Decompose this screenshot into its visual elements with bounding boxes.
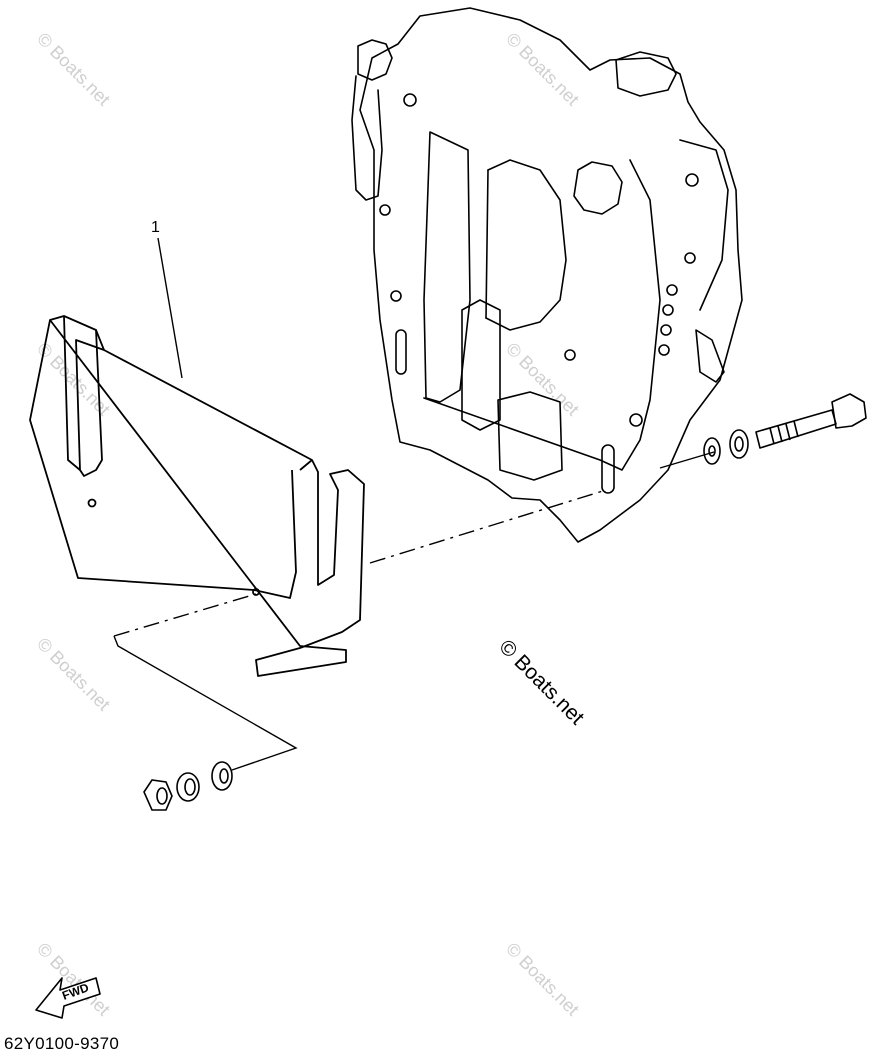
watermark-lower-left: © Boats.net	[33, 634, 114, 715]
nut[interactable]	[143, 779, 173, 811]
washer-right-2[interactable]	[729, 429, 749, 459]
fwd-arrow-icon	[35, 977, 101, 1019]
flat-washer[interactable]	[211, 761, 233, 791]
nut-washer-assembly[interactable]	[143, 761, 233, 811]
callout-number: 1	[151, 219, 160, 236]
watermark-top-right: © Boats.net	[502, 29, 583, 110]
callout-part-1[interactable]: 1	[151, 219, 183, 379]
copyright-watermark: © Boats.net	[494, 635, 588, 729]
background-watermarks: © Boats.net © Boats.net © Boats.net © Bo…	[33, 29, 583, 1020]
anode-plate-part-1[interactable]	[29, 315, 365, 677]
watermark-top-left: © Boats.net	[33, 29, 114, 110]
clamp-bracket-assembly	[351, 7, 743, 543]
bolt-head[interactable]	[831, 393, 867, 429]
assembly-leader-lines	[113, 451, 715, 771]
watermark-bottom-right: © Boats.net	[502, 939, 583, 1020]
callout-leader-line	[157, 237, 183, 379]
forward-direction-arrow: FWD	[35, 977, 101, 1019]
diagram-code: 62Y0100-9370	[4, 1034, 120, 1053]
bolt-assembly[interactable]	[703, 393, 867, 465]
washer-right-1[interactable]	[703, 437, 721, 465]
lock-washer[interactable]	[176, 772, 200, 802]
